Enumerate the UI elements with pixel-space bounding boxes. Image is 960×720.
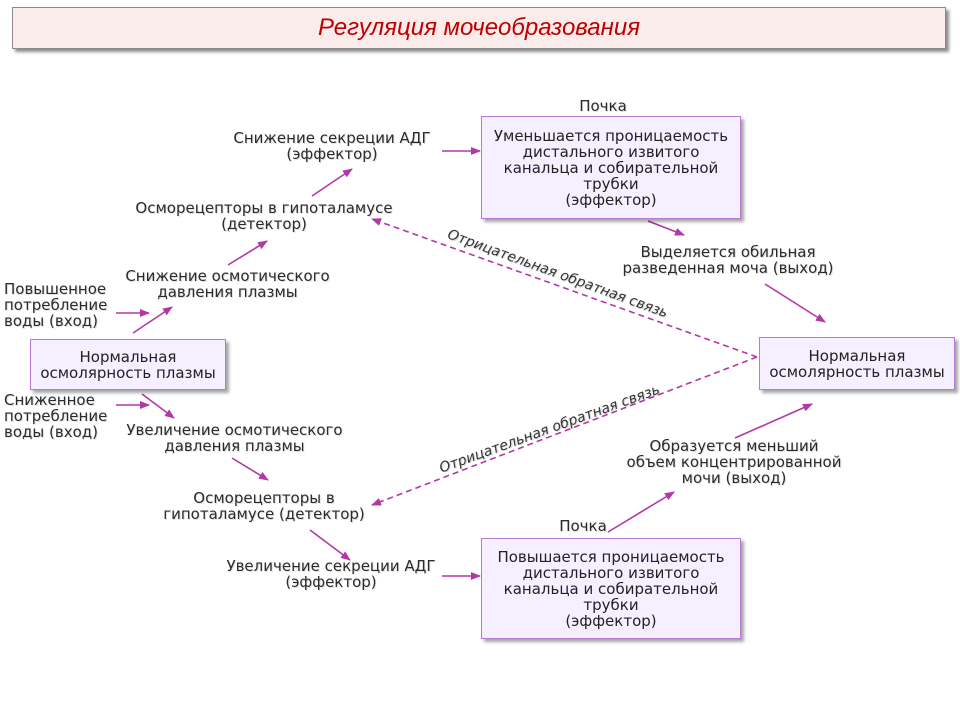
urine-output-top-label: Выделяется обильная разведенная моча (вы…	[622, 243, 834, 277]
kidney-box-top: Уменьшается проницаемость дистального из…	[481, 116, 741, 219]
title-bar: Регуляция мочеобразования	[12, 7, 946, 49]
normal-osmolarity-right: Нормальная осмолярность плазмы	[759, 337, 955, 390]
osmotic-increase-label: Увеличение осмотического давления плазмы	[126, 421, 343, 455]
kidney-label-top: Почка	[579, 97, 627, 115]
arrow-urine-to-normal-right-bottom	[734, 403, 813, 439]
kidney-box-bottom: Повышается проницаемость дистального изв…	[481, 538, 741, 639]
osmoreceptors-bottom-label: Осморецепторы в гипоталамусе (детектор)	[163, 489, 365, 523]
feedback-line-top	[371, 218, 758, 358]
arrow-receptors-to-adh-decrease	[311, 168, 353, 197]
page-title: Регуляция мочеобразования	[317, 14, 641, 41]
arrow-osmotic-to-receptors-top	[227, 240, 268, 266]
urine-output-bottom-label: Образуется меньший объем концентрированн…	[626, 437, 842, 487]
adh-decrease-label: Снижение секреции АДГ (эффектор)	[233, 129, 431, 163]
arrow-osmotic-to-receptors-bottom	[231, 457, 269, 481]
arrow-kidney-to-urine-bottom	[607, 491, 675, 533]
arrow-receptors-to-adh-increase	[309, 529, 351, 561]
kidney-label-bottom: Почка	[559, 517, 607, 535]
adh-increase-label: Увеличение секреции АДГ (эффектор)	[226, 557, 436, 591]
arrow-kidney-to-urine-top	[647, 220, 685, 236]
water-increase-label: Повышенное потребление воды (вход)	[4, 280, 108, 330]
osmoreceptors-top-label: Осморецепторы в гипоталамусе (детектор)	[135, 199, 393, 233]
feedback-line-bottom	[371, 356, 758, 506]
arrow-normal-to-osmotic-increase	[141, 393, 175, 419]
water-decrease-label: Сниженное потребление воды (вход)	[4, 391, 108, 441]
osmotic-decrease-label: Снижение осмотического давления плазмы	[125, 267, 330, 301]
arrow-urine-to-normal-right	[764, 283, 826, 323]
normal-osmolarity-left: Нормальная осмолярность плазмы	[30, 339, 226, 390]
arrow-normal-to-osmotic-decrease	[132, 306, 173, 334]
